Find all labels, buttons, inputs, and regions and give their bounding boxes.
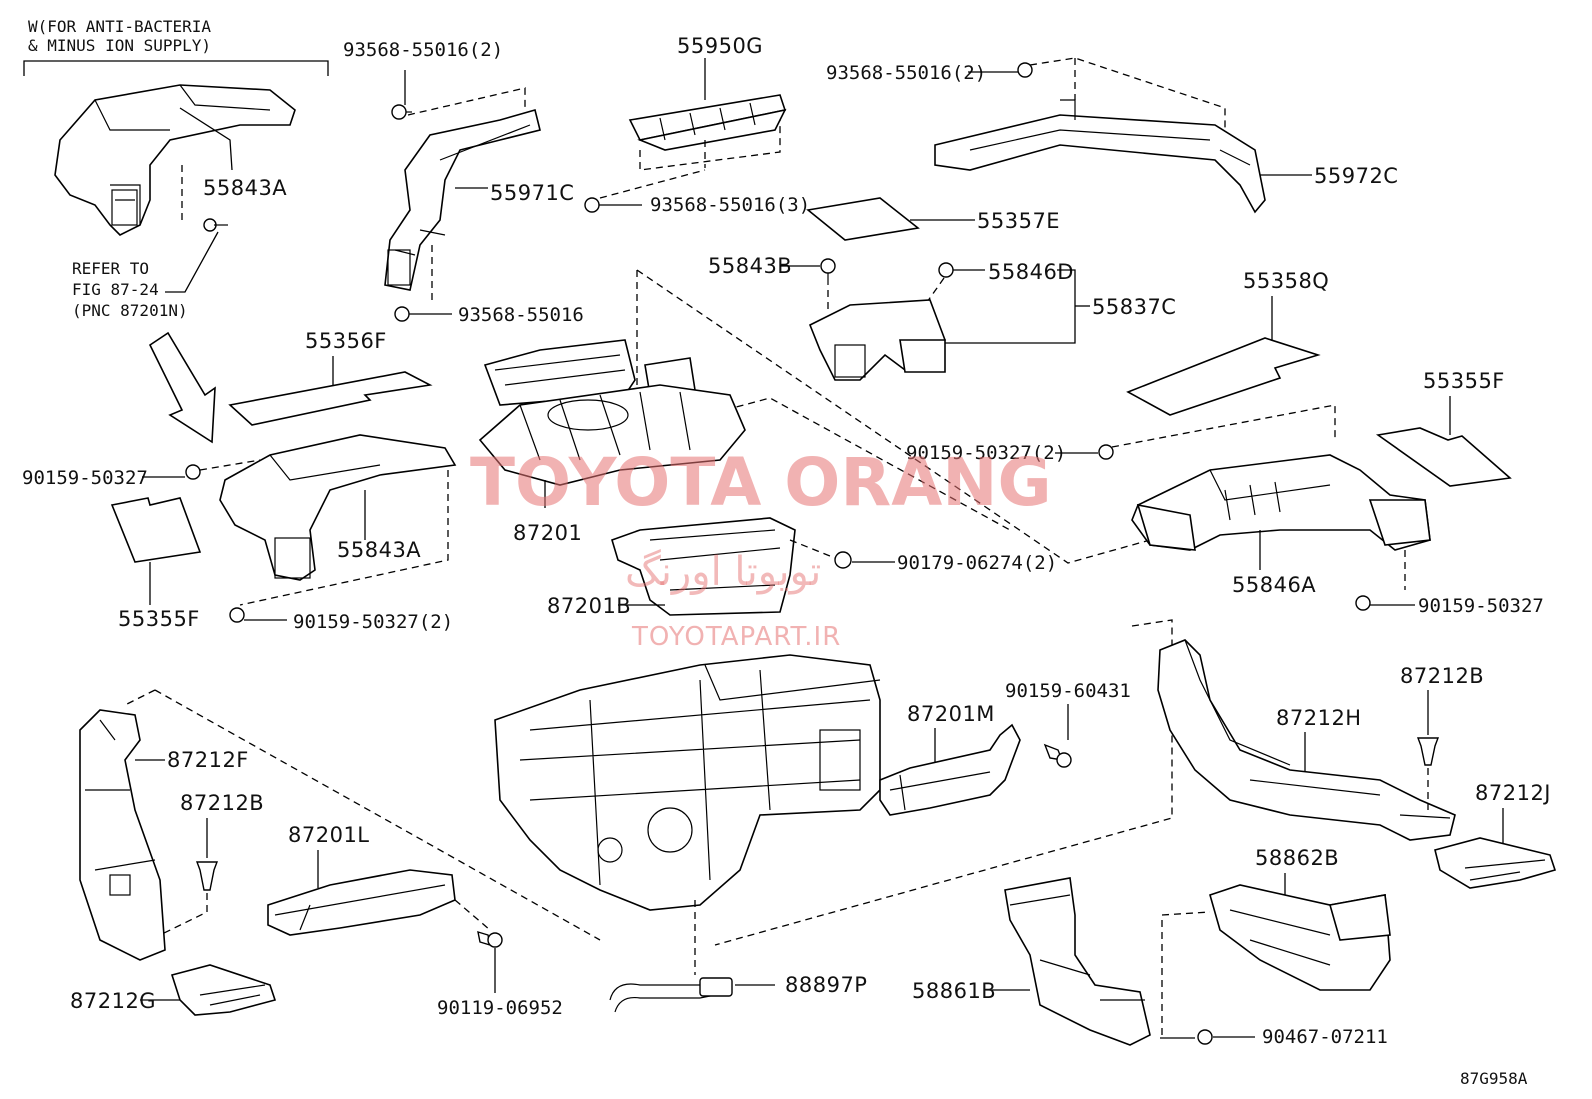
label-58861B: 58861B <box>912 979 996 1003</box>
pad-55356F <box>228 371 433 426</box>
duct-87201M <box>879 723 1021 816</box>
label-90467-07211: 90467-07211 <box>1262 1026 1388 1048</box>
figure-id: 87G958A <box>1460 1069 1528 1088</box>
refer-note: REFER TO FIG 87-24 (PNC 87201N) <box>72 259 188 320</box>
label-90159-50327-2-mid: 90159-50327(2) <box>906 442 1066 464</box>
label-87201B: 87201B <box>547 594 631 618</box>
duct-55843A-mid <box>219 434 457 581</box>
nut-icon-a <box>834 551 852 569</box>
clip-icon-b <box>394 306 452 322</box>
duct-87201B <box>611 517 796 616</box>
label-87212B-left: 87212B <box>180 791 264 815</box>
watermark-brand: TOYOTA ORANG <box>470 444 1052 521</box>
duct-87212J <box>1434 837 1557 889</box>
note-line-2: & MINUS ION SUPPLY) <box>28 36 211 55</box>
duct-55843A-top <box>54 84 296 236</box>
label-87212J: 87212J <box>1475 781 1551 805</box>
hvac-main-unit <box>494 654 881 911</box>
duct-87212G <box>170 964 277 1016</box>
label-55846D: 55846D <box>988 260 1074 284</box>
label-55846A: 55846A <box>1232 573 1316 597</box>
duct-87212F <box>79 709 166 961</box>
clip-icon-j <box>1355 595 1371 611</box>
label-93568-55016-2-b: 93568-55016(2) <box>826 62 986 84</box>
label-55843B: 55843B <box>708 254 792 278</box>
pad-55357E <box>806 197 920 241</box>
label-90159-50327-left: 90159-50327 <box>22 467 148 489</box>
watermark-site: TOYOTAPART.IR <box>631 622 841 652</box>
label-55972C: 55972C <box>1314 164 1398 188</box>
duct-87201L <box>267 869 456 936</box>
pad-55355F-right <box>1375 427 1512 487</box>
clip-icon-c <box>584 197 642 213</box>
bolt-icon-b <box>477 930 503 948</box>
label-55356F: 55356F <box>305 329 387 353</box>
push-clip-icon-right <box>1416 737 1440 766</box>
label-90159-50327-right: 90159-50327 <box>1418 595 1544 617</box>
refer-line-2: FIG 87-24 <box>72 280 159 299</box>
clip-icon-a <box>391 104 412 120</box>
clip-icon-d <box>1017 62 1033 78</box>
label-87212H: 87212H <box>1276 706 1362 730</box>
label-88897P: 88897P <box>785 973 867 997</box>
label-93568-55016-2-a: 93568-55016(2) <box>343 39 503 61</box>
hvac-unit-87201 <box>478 339 746 486</box>
label-55843A-top: 55843A <box>203 176 287 200</box>
label-87212G: 87212G <box>70 989 156 1013</box>
clip-icon-g <box>185 464 201 480</box>
label-55355F-left: 55355F <box>118 607 200 631</box>
label-90159-50327-2-bottom: 90159-50327(2) <box>293 611 453 633</box>
label-87201L: 87201L <box>288 823 370 847</box>
clip-icon-k <box>1197 1029 1213 1045</box>
refer-line-3: (PNC 87201N) <box>72 301 188 320</box>
direction-arrow-icon <box>148 331 216 444</box>
label-55950G: 55950G <box>677 34 763 58</box>
duct-55971C <box>384 109 541 291</box>
label-90179-06274-2: 90179-06274(2) <box>897 552 1057 574</box>
bolt-icon-a <box>1043 743 1072 768</box>
push-clip-icon-left <box>195 861 219 891</box>
screw-icon-refer <box>203 218 228 232</box>
clip-icon-i <box>1098 444 1114 460</box>
clip-icon-h <box>229 607 245 623</box>
clip-icon-e <box>820 258 836 285</box>
label-93568-55016-3: 93568-55016(3) <box>650 194 810 216</box>
label-87201: 87201 <box>513 521 582 545</box>
duct-87212H <box>1157 639 1456 841</box>
duct-55972C <box>934 99 1266 214</box>
pad-55355F-left <box>110 497 202 563</box>
hose-88897P <box>609 977 733 1013</box>
label-90159-60431: 90159-60431 <box>1005 680 1131 702</box>
pad-55358Q <box>1126 337 1321 416</box>
duct-55846A <box>1131 454 1431 551</box>
duct-55846D <box>808 299 946 381</box>
label-90119-06952: 90119-06952 <box>437 997 563 1019</box>
label-55971C: 55971C <box>490 181 574 205</box>
duct-58862B <box>1209 884 1391 991</box>
refer-line-1: REFER TO <box>72 259 149 278</box>
grille-55950G <box>628 94 787 151</box>
label-55358Q: 55358Q <box>1243 269 1329 293</box>
watermark-persian: تویوتا اورنگ <box>625 549 821 595</box>
label-55843A-mid: 55843A <box>337 538 421 562</box>
clip-icon-f <box>938 262 954 278</box>
label-87212B-right: 87212B <box>1400 664 1484 688</box>
anti-bacteria-note: W(FOR ANTI-BACTERIA & MINUS ION SUPPLY) <box>23 17 329 76</box>
label-55355F-right: 55355F <box>1423 369 1505 393</box>
label-55837C: 55837C <box>1092 295 1176 319</box>
label-87212F: 87212F <box>167 748 249 772</box>
duct-58861B <box>1004 877 1151 1046</box>
label-58862B: 58862B <box>1255 846 1339 870</box>
label-93568-55016: 93568-55016 <box>458 304 584 326</box>
label-87201M: 87201M <box>907 702 995 726</box>
label-55357E: 55357E <box>977 209 1060 233</box>
note-line-1: W(FOR ANTI-BACTERIA <box>28 17 211 36</box>
